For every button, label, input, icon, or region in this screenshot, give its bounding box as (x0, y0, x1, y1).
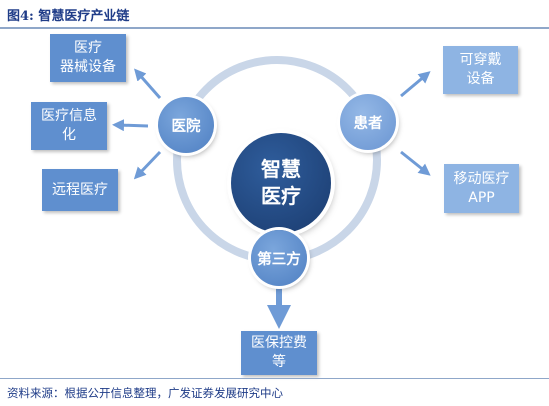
arrow-patient-to-app (400, 150, 431, 176)
box-telemedicine-label: 远程医疗 (52, 181, 108, 198)
bottom-divider (0, 378, 549, 379)
box-wearable-devices: 可穿戴 设备 (443, 46, 518, 94)
box-medical-informatization: 医疗信息 化 (31, 102, 107, 150)
arrow-hospital-to-equipment (134, 68, 162, 99)
top-divider (0, 27, 549, 29)
box-medical-equipment: 医疗 器械设备 (50, 34, 126, 82)
box-medical-insurance-fees: 医保控费 等 (241, 331, 317, 375)
box-mobile-medical-app: 移动医疗 APP (444, 164, 519, 213)
box-wearable-devices-label: 可穿戴 设备 (459, 52, 502, 87)
box-medical-informatization-label: 医疗信息 化 (41, 108, 97, 143)
node-patient: 患者 (340, 94, 396, 150)
box-mobile-medical-app-label: 移动医疗 APP (453, 170, 510, 206)
node-patient-label: 患者 (353, 115, 383, 132)
center-label: 智慧 医疗 (261, 157, 301, 208)
center-node-smart-healthcare: 智慧 医疗 (231, 133, 331, 233)
figure-title: 图4: 智慧医疗产业链 (7, 9, 130, 24)
box-medical-insurance-fees-label: 医保控费 等 (251, 335, 307, 370)
node-hospital-label: 医院 (171, 118, 201, 135)
source-note: 资料来源：根据公开信息整理，广发证券发展研究中心 (7, 386, 283, 400)
box-medical-equipment-label: 医疗 器械设备 (60, 40, 116, 75)
node-third-party: 第三方 (251, 230, 307, 286)
arrow-patient-to-wearable (400, 71, 431, 98)
arrow-hospital-to-telemedicine (133, 150, 162, 180)
box-telemedicine: 远程医疗 (42, 169, 118, 211)
node-third-party-label: 第三方 (257, 251, 301, 268)
node-hospital: 医院 (158, 97, 214, 153)
arrow-hospital-to-informatization (112, 119, 149, 132)
